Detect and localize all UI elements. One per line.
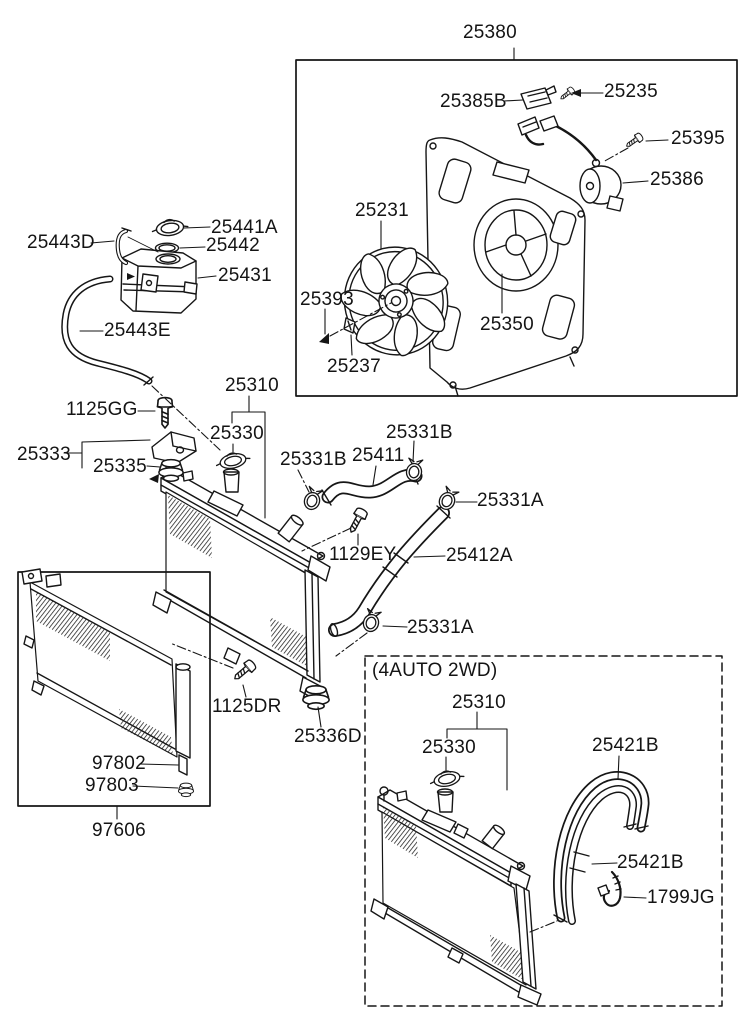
part-label-25421B-lower: 25421B bbox=[617, 852, 684, 873]
upper-radiator-hose-25411 bbox=[321, 468, 423, 506]
resistor-connector-25385B bbox=[520, 85, 557, 110]
radiator-cap-icon bbox=[428, 766, 466, 791]
part-label-1129EY: 1129EY bbox=[329, 544, 397, 565]
part-label-25385B: 25385B bbox=[440, 91, 507, 112]
part-label-25330-4at: 25330 bbox=[422, 737, 476, 758]
oil-cooler-hose-25421B bbox=[553, 771, 650, 925]
part-label-25395: 25395 bbox=[671, 128, 725, 149]
hose-clip-1799JG bbox=[597, 870, 622, 907]
lower-radiator-hose-25412A bbox=[328, 505, 451, 637]
radiator-cap-icon bbox=[214, 448, 252, 473]
drain-grommet-25336D-icon bbox=[302, 684, 330, 711]
drier-cap-97803-icon bbox=[177, 782, 195, 798]
part-label-25411: 25411 bbox=[352, 445, 405, 466]
overflow-hose-25443E bbox=[61, 275, 154, 386]
part-label-25235: 25235 bbox=[604, 81, 658, 102]
part-label-25331B-hose-end: 25331B bbox=[386, 422, 453, 443]
part-label-25393: 25393 bbox=[300, 289, 354, 310]
part-label-25336D: 25336D bbox=[294, 726, 362, 747]
fan-motor bbox=[579, 158, 624, 212]
clamp-25331B-icon bbox=[301, 485, 324, 513]
reservoir-tank bbox=[120, 248, 198, 314]
part-label-25335: 25335 bbox=[93, 456, 147, 477]
mounting-bracket-25333 bbox=[149, 431, 197, 483]
part-label-25380: 25380 bbox=[463, 22, 517, 43]
part-label-25431: 25431 bbox=[218, 265, 272, 286]
wire-harness bbox=[517, 115, 598, 162]
part-label-25331A-lower: 25331A bbox=[407, 617, 474, 638]
assembly-axis-lines bbox=[151, 147, 629, 933]
variant-note-label: (4AUTO 2WD) bbox=[372, 660, 498, 681]
part-label-25310-4at: 25310 bbox=[452, 692, 506, 713]
part-label-25331B-rad-end: 25331B bbox=[280, 449, 347, 470]
bolt-1129EY-icon bbox=[344, 505, 370, 536]
part-label-25331A-upper: 25331A bbox=[477, 490, 544, 511]
part-label-25443D: 25443D bbox=[27, 232, 95, 253]
radiator-4at bbox=[370, 786, 542, 1006]
pin-25393-arrow bbox=[319, 333, 329, 344]
part-label-25441A: 25441A bbox=[211, 217, 278, 238]
radiator bbox=[152, 462, 331, 702]
variant-dashed-box bbox=[364, 655, 723, 1007]
part-label-25386: 25386 bbox=[650, 169, 704, 190]
part-label-25310-main: 25310 bbox=[225, 375, 279, 396]
condenser bbox=[21, 568, 178, 758]
part-label-1125GG: 1125GG bbox=[66, 399, 138, 420]
reservoir-vent-tube-25443D bbox=[115, 227, 132, 266]
part-label-1125DR: 1125DR bbox=[212, 696, 282, 717]
part-label-25421B-upper: 25421B bbox=[592, 735, 659, 756]
bolt-1125GG-icon bbox=[156, 396, 174, 429]
part-label-97803: 97803 bbox=[85, 775, 139, 796]
part-label-25237: 25237 bbox=[327, 356, 381, 377]
receiver-drier-97802 bbox=[175, 663, 191, 776]
part-label-25412A: 25412A bbox=[446, 545, 513, 566]
part-label-97802: 97802 bbox=[92, 753, 146, 774]
part-label-1799JG: 1799JG bbox=[647, 887, 715, 908]
part-label-97606: 97606 bbox=[92, 820, 146, 841]
part-label-25330-main: 25330 bbox=[210, 423, 264, 444]
part-label-25350: 25350 bbox=[480, 314, 534, 335]
part-label-25231: 25231 bbox=[355, 200, 409, 221]
leader-lines bbox=[63, 47, 669, 899]
part-label-25333: 25333 bbox=[17, 444, 71, 465]
condenser-box bbox=[17, 571, 211, 807]
part-label-25443E: 25443E bbox=[104, 320, 171, 341]
fan-shroud bbox=[425, 137, 586, 397]
cooling-fan-blade bbox=[340, 246, 449, 357]
part-label-25442: 25442 bbox=[206, 235, 260, 256]
